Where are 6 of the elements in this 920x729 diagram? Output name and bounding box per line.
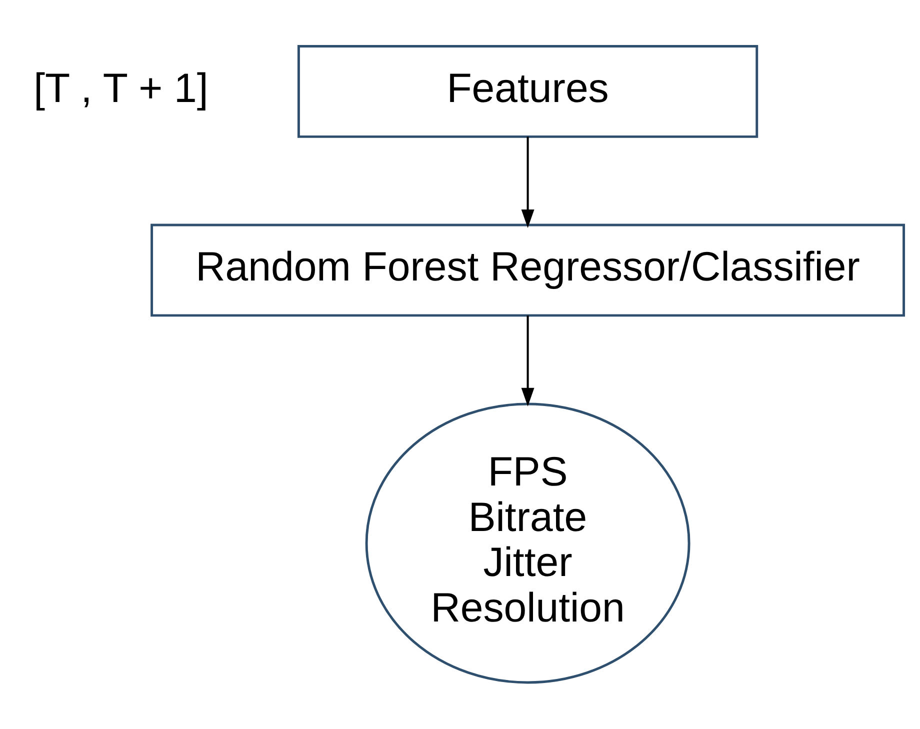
node-ellipse: FPS Bitrate Jitter Resolution [364,402,690,684]
node-box: Features [296,45,758,138]
node-label: [T , T + 1] [33,64,208,111]
node-box: Random Forest Regressor/Classifier [150,224,905,317]
arrow [520,315,534,406]
arrow [520,136,534,228]
